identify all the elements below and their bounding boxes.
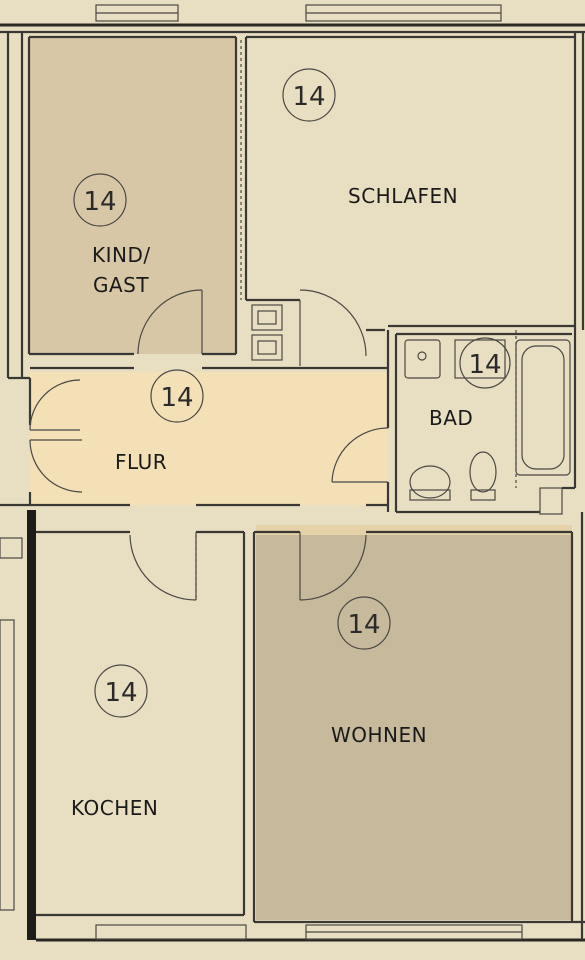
room-label-kind-line1: KIND/ xyxy=(92,243,151,267)
room-label-bad: BAD xyxy=(429,406,473,430)
room-label-kind-line2: GAST xyxy=(93,273,149,297)
room-fill-kind xyxy=(29,37,236,354)
room-label-kochen: KOCHEN xyxy=(71,796,158,820)
doors xyxy=(29,289,389,601)
room-number-schlafen: 14 xyxy=(282,68,336,122)
room-fill-wohnen-strip xyxy=(256,525,572,535)
room-number-flur: 14 xyxy=(150,369,204,423)
sink-box-icon xyxy=(454,339,506,379)
bathtub-icon xyxy=(515,339,571,476)
room-fill-flur xyxy=(30,372,388,505)
room-label-schlafen: SCHLAFEN xyxy=(348,184,458,208)
toilet-icon xyxy=(469,451,497,493)
room-number-wohnen-text: 14 xyxy=(347,610,380,640)
room-number-flur-text: 14 xyxy=(160,383,193,413)
room-number-kochen-text: 14 xyxy=(104,678,137,708)
sink-upper-icon xyxy=(404,339,441,379)
bath-fixtures xyxy=(404,330,571,501)
washbasin-icon xyxy=(409,465,451,499)
room-number-wohnen: 14 xyxy=(337,596,391,650)
room-label-flur: FLUR xyxy=(115,450,167,474)
room-fill-wohnen xyxy=(256,532,572,920)
interior-walls xyxy=(27,35,577,922)
room-number-schlafen-text: 14 xyxy=(292,82,325,112)
room-label-wohnen: WOHNEN xyxy=(331,723,427,747)
room-number-kochen: 14 xyxy=(94,664,148,718)
room-number-kind: 14 xyxy=(73,173,127,227)
outer-walls xyxy=(0,4,585,942)
room-number-kind-text: 14 xyxy=(83,187,116,217)
room-number-bad-text: 14 xyxy=(468,350,501,380)
thick-wall-left xyxy=(27,510,36,940)
room-number-bad: 14 xyxy=(459,337,511,389)
